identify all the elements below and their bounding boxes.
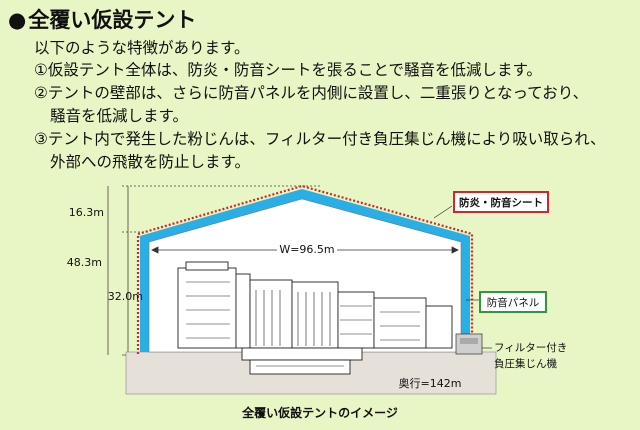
width-label: W=96.5m [279, 243, 334, 256]
sheet-label: 防炎・防音シート [459, 196, 543, 209]
dim-total-label: 48.3m [67, 256, 102, 269]
filter-label-line1: フィルター付き [494, 341, 567, 354]
depth-label: 奥行=142m [399, 376, 462, 390]
filter-label-line2: 負圧集じん機 [494, 357, 557, 370]
sheet-outline [136, 184, 474, 354]
width-label-bg [277, 242, 337, 256]
dim-wall-label: 32.0m [108, 290, 143, 303]
feature-2: ②テントの壁部は、さらに防音パネルを内側に設置し、二重張りとなっており、 [34, 81, 588, 103]
intro-text: 以下のような特徴があります。 [34, 39, 250, 57]
feature-3-marker: ③ [34, 130, 48, 148]
feature-2-marker: ② [34, 84, 48, 102]
feature-3: ③テント内で発生した粉じんは、フィルター付き負圧集じん機により吸い取られ、 [34, 127, 605, 149]
feature-1-line-1: 仮設テント全体は、防炎・防音シートを張ることで騒音を低減します。 [47, 61, 542, 79]
feature-3-line-1: テント内で発生した粉じんは、フィルター付き負圧集じん機により吸い取られ、 [47, 130, 606, 148]
feature-1: ①仮設テント全体は、防炎・防音シートを張ることで騒音を低減します。 [34, 58, 542, 80]
building-details [186, 281, 420, 367]
heading-title: 全覆い仮設テント [28, 8, 197, 32]
dim-top-label: 16.3m [69, 206, 104, 219]
feature-1-marker: ① [34, 61, 48, 79]
panel-label: 防音パネル [487, 296, 540, 309]
feature-2-line-2: 騒音を低減します。 [50, 107, 188, 125]
heading-bullet-icon: ● [8, 8, 27, 32]
building-schematic [177, 261, 453, 375]
dust-collector [455, 333, 483, 355]
diagram-caption: 全覆い仮設テントのイメージ [242, 406, 398, 420]
section-heading: ●全覆い仮設テント [8, 4, 196, 34]
panel-label-box [479, 291, 547, 313]
feature-2-line-1: テントの壁部は、さらに防音パネルを内側に設置し、二重張りとなっており、 [47, 84, 589, 102]
sheet-label-box [453, 191, 549, 213]
feature-3-line-2: 外部への飛散を防止します。 [50, 153, 250, 171]
